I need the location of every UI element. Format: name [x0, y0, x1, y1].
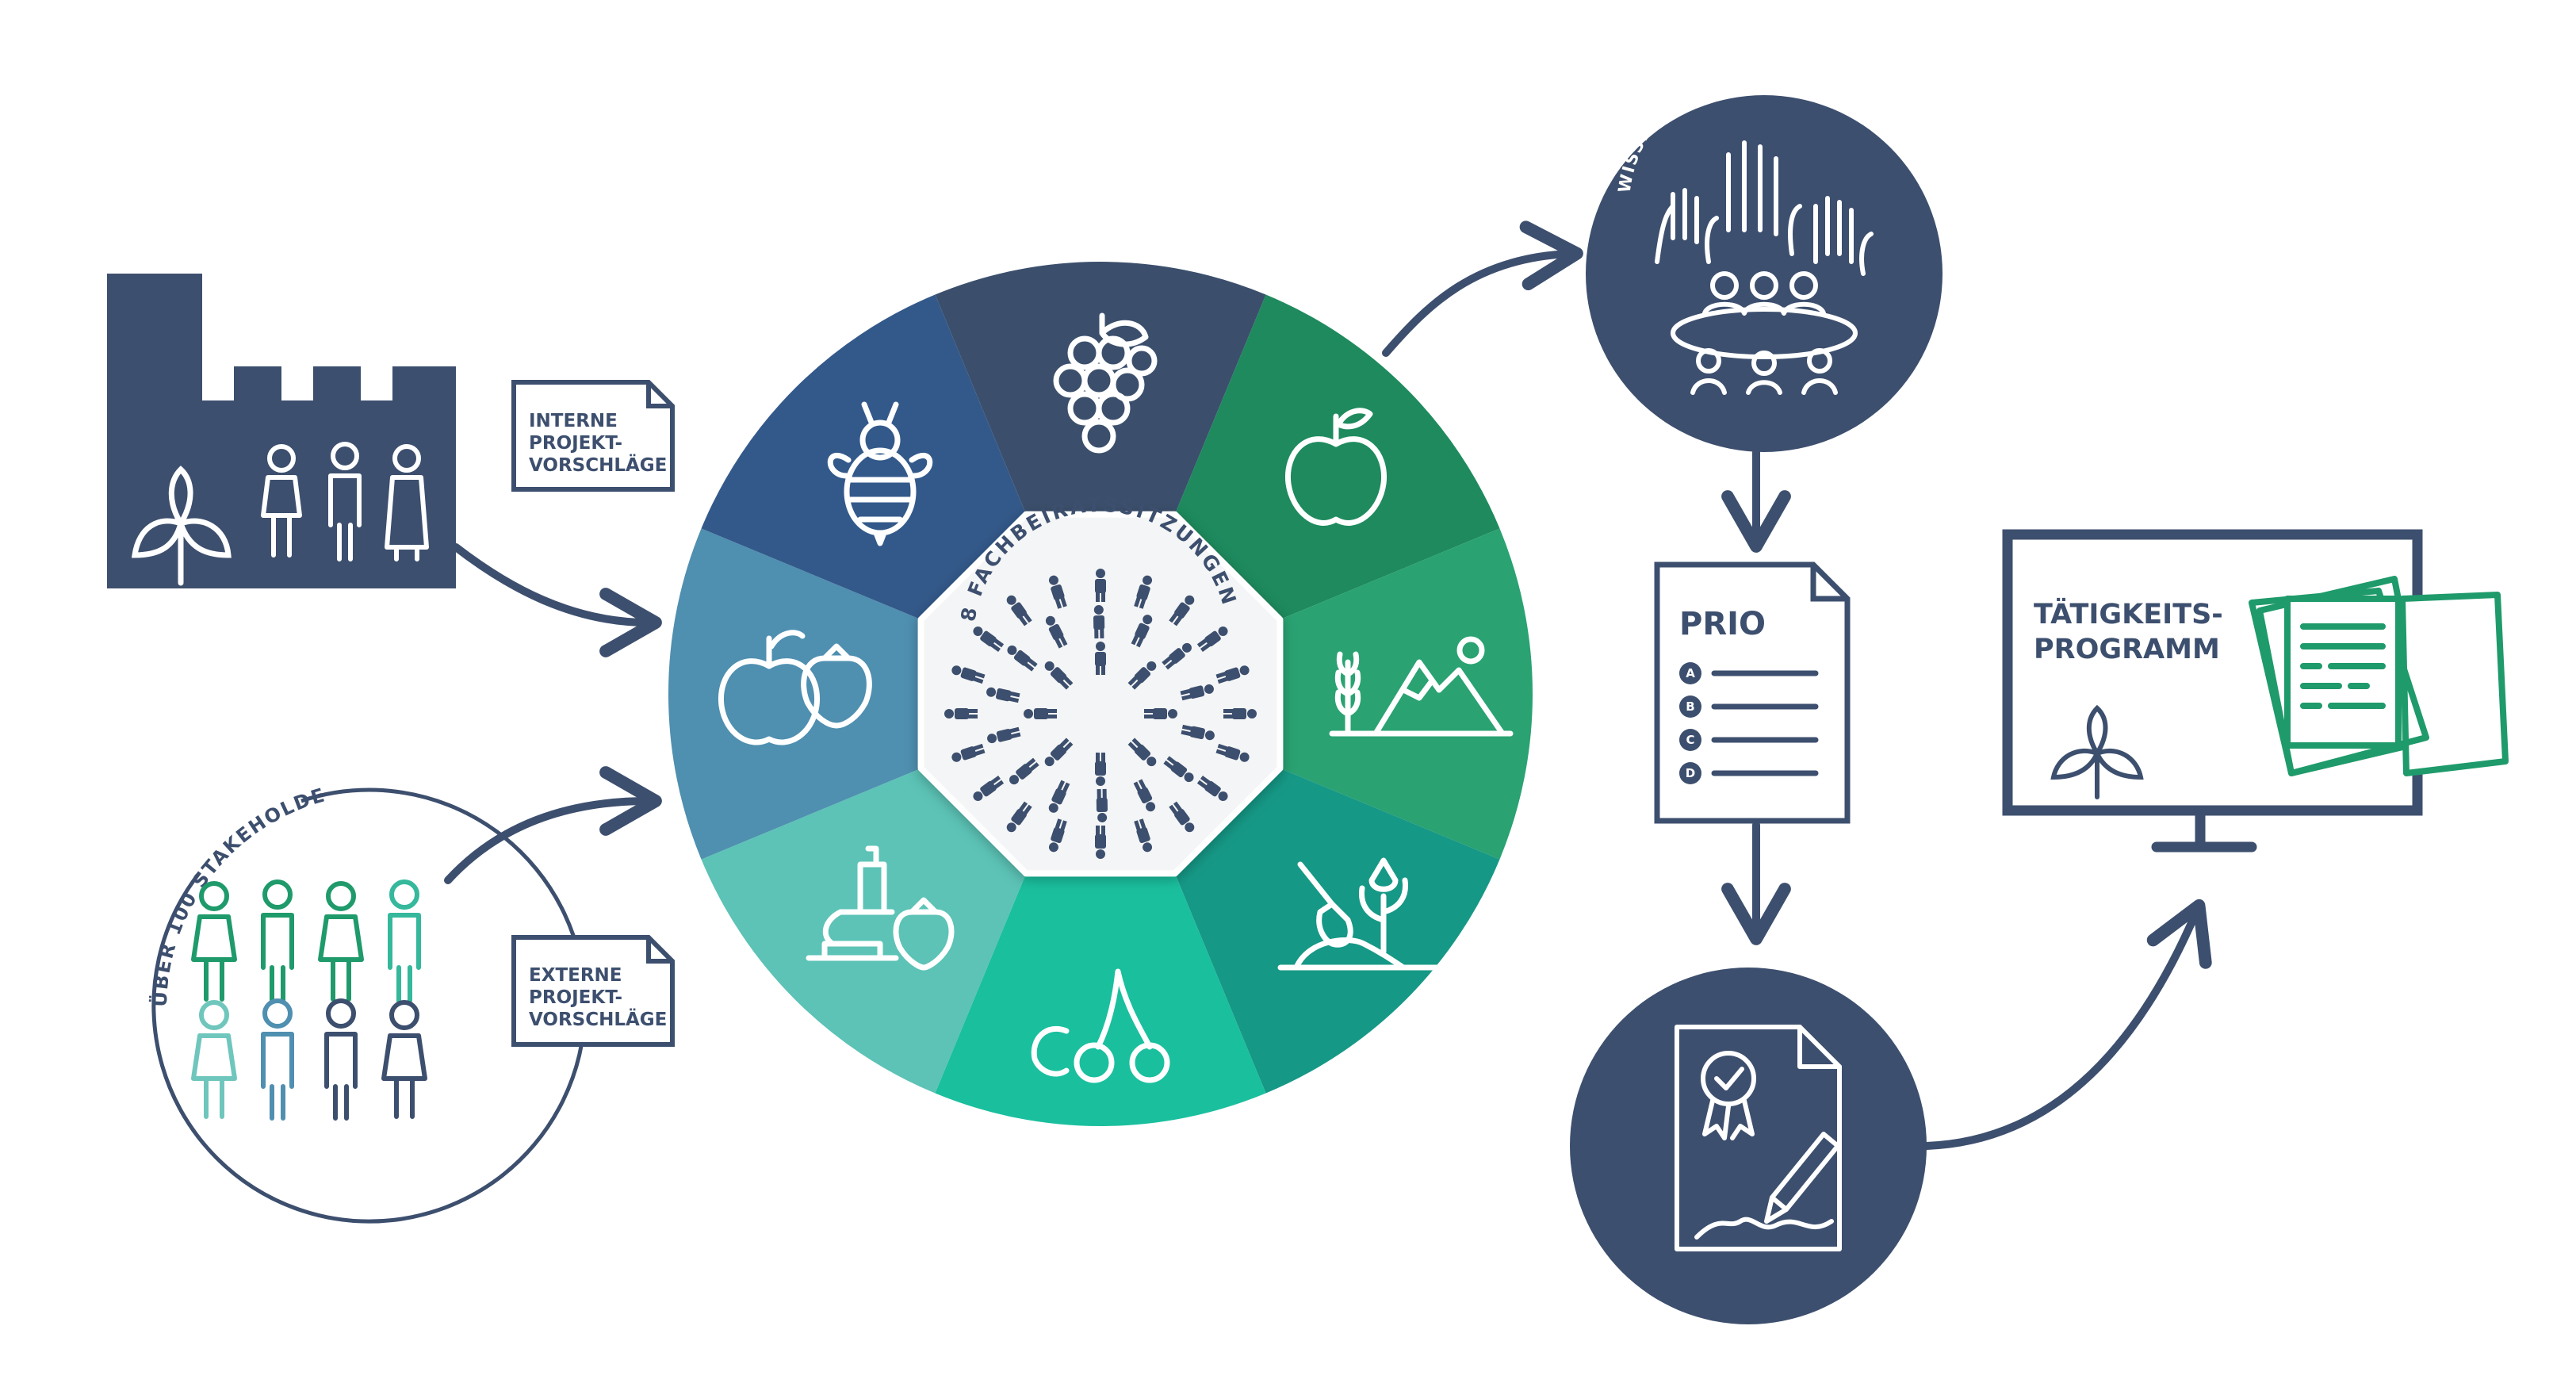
prio-option-c: C	[1686, 733, 1694, 747]
wheel-segment-gardening-shovel	[935, 694, 1266, 1127]
apple-strawberry-icon	[718, 630, 872, 745]
prio-document: PRIO A B C D	[1654, 561, 1851, 824]
external-proposals-line-2: PROJEKT-	[529, 987, 622, 1008]
apple-icon	[1284, 408, 1388, 526]
program-title-line-1: TÄTIGKEITS-	[2034, 597, 2223, 630]
raised-hands-meeting-icon	[1655, 140, 1874, 395]
microscope-strawberry-icon	[806, 845, 955, 971]
grapes-icon	[1053, 312, 1158, 454]
internal-proposals-document: INTERNE PROJEKT- VORSCHLÄGE	[511, 380, 675, 492]
work-program-monitor: TÄTIGKEITS- PROGRAMM	[2002, 529, 2509, 853]
program-sprout-icon	[2050, 704, 2144, 799]
arrow-internal-to-wheel	[452, 543, 662, 657]
internal-proposals-line-2: PROJEKT-	[529, 433, 622, 454]
external-proposals-line-1: EXTERNE	[529, 965, 622, 986]
wheel-segment-microscope-strawberry	[668, 528, 1100, 860]
prio-option-d: D	[1686, 766, 1695, 780]
signed-certificate-icon	[1675, 1025, 1842, 1251]
stakeholder-people-icon	[191, 879, 427, 1121]
arrow-contract-to-program	[1923, 899, 2212, 1150]
wheel-segment-apple	[1100, 528, 1533, 860]
wheel-segment-bee	[935, 261, 1266, 695]
wheat-mountain-icon	[1329, 636, 1514, 737]
meeting-people-icon	[944, 569, 1257, 859]
external-proposals-line-3: VORSCHLÄGE	[529, 1008, 667, 1030]
advisory-board-circle: WISSENSCHAFTLICHER BEIRAT	[1586, 56, 1943, 452]
contract-circle	[1570, 968, 1927, 1324]
arrow-stakeholders-to-wheel	[444, 766, 662, 884]
prio-option-b: B	[1686, 699, 1694, 714]
prio-option-a: A	[1686, 666, 1695, 680]
internal-proposals-line-1: INTERNE	[529, 411, 618, 431]
prio-title: PRIO	[1679, 606, 1766, 642]
arrow-wheel-to-advisory-board	[1382, 220, 1583, 357]
cherries-plum-icon	[1031, 968, 1170, 1083]
external-proposals-document: EXTERNE PROJEKT- VORSCHLÄGE	[511, 935, 675, 1047]
bee-icon	[827, 401, 933, 546]
open-book-icon	[2249, 576, 2509, 776]
internal-proposals-line-3: VORSCHLÄGE	[529, 454, 667, 476]
program-title-line-2: PROGRAMM	[2034, 634, 2220, 665]
stakeholder-circle: ÜBER 100 STAKEHOLDER	[0, 0, 588, 1224]
gardening-shovel-icon	[1277, 857, 1442, 971]
factory-icon	[107, 274, 456, 588]
